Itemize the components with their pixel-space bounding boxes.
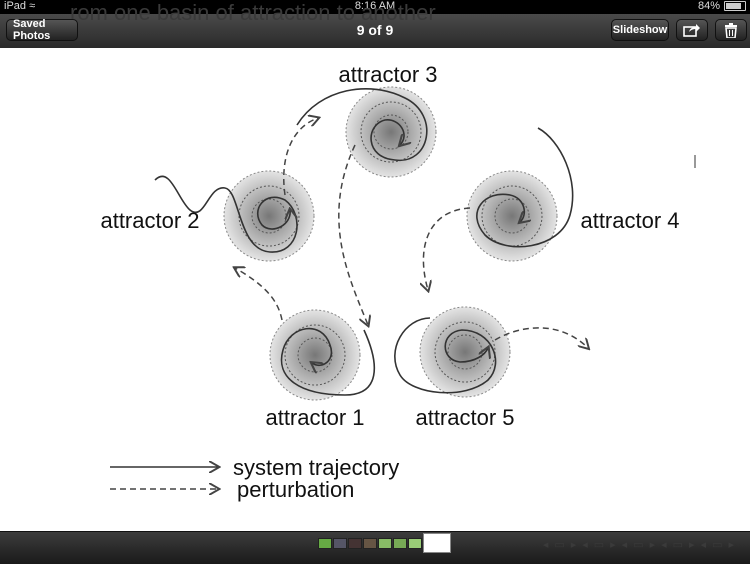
system-trajectories xyxy=(154,87,574,396)
legend: system trajectory perturbation xyxy=(110,455,399,502)
basin-attractor-1 xyxy=(269,309,361,401)
basin-attractor-5 xyxy=(419,306,511,398)
basin-attractor-4 xyxy=(466,170,558,262)
legend-solid-label: system trajectory xyxy=(233,455,399,480)
label-attractor-2: attractor 2 xyxy=(100,208,199,233)
status-bar: iPad ≈ 8:16 AM 84% xyxy=(0,0,750,14)
thumbnail[interactable] xyxy=(378,538,392,549)
wifi-icon: ≈ xyxy=(29,0,36,12)
saved-photos-back-button[interactable]: Saved Photos xyxy=(6,18,78,42)
share-icon xyxy=(683,24,700,37)
delete-button[interactable] xyxy=(715,19,747,41)
attractor-diagram: attractor 3 attractor 2 attractor 4 attr… xyxy=(100,62,696,502)
battery-percent: 84% xyxy=(697,0,720,12)
ghost-icons: ◂▭▸◂▭▸◂▭▸◂▭▸◂▭▸ xyxy=(542,539,740,551)
photo-toolbar: rom one basin of attraction to another S… xyxy=(0,0,750,49)
thumbnail-strip[interactable] xyxy=(318,533,451,553)
share-button[interactable] xyxy=(676,19,708,41)
battery-fill xyxy=(726,3,742,9)
battery-icon xyxy=(724,1,746,11)
basin-attractor-2 xyxy=(223,170,315,262)
status-time: 8:16 AM xyxy=(354,0,396,12)
battery-status: 84% xyxy=(698,0,746,12)
carrier-label: iPad ≈ xyxy=(4,0,36,12)
basin-attractor-3 xyxy=(345,86,437,178)
perturbation-paths xyxy=(235,118,588,348)
thumbnail[interactable] xyxy=(318,538,332,549)
page-title: 9 of 9 xyxy=(356,22,394,38)
photo-viewer[interactable]: attractor 3 attractor 2 attractor 4 attr… xyxy=(0,48,750,531)
label-attractor-4: attractor 4 xyxy=(580,208,679,233)
slideshow-button[interactable]: Slideshow xyxy=(611,19,669,41)
label-attractor-1: attractor 1 xyxy=(265,405,364,430)
thumbnail-bar: ◂▭▸◂▭▸◂▭▸◂▭▸◂▭▸ xyxy=(0,531,750,564)
thumbnail[interactable] xyxy=(393,538,407,549)
thumbnail[interactable] xyxy=(348,538,362,549)
thumbnail[interactable] xyxy=(408,538,422,549)
thumbnail[interactable] xyxy=(333,538,347,549)
trash-icon xyxy=(725,22,737,38)
label-attractor-5: attractor 5 xyxy=(415,405,514,430)
label-attractor-3: attractor 3 xyxy=(338,62,437,87)
legend-dashed-label: perturbation xyxy=(237,477,354,502)
thumbnail[interactable] xyxy=(363,538,377,549)
thumbnail-current[interactable] xyxy=(423,533,451,553)
background-text: rom one basin of attraction to another xyxy=(70,0,436,25)
